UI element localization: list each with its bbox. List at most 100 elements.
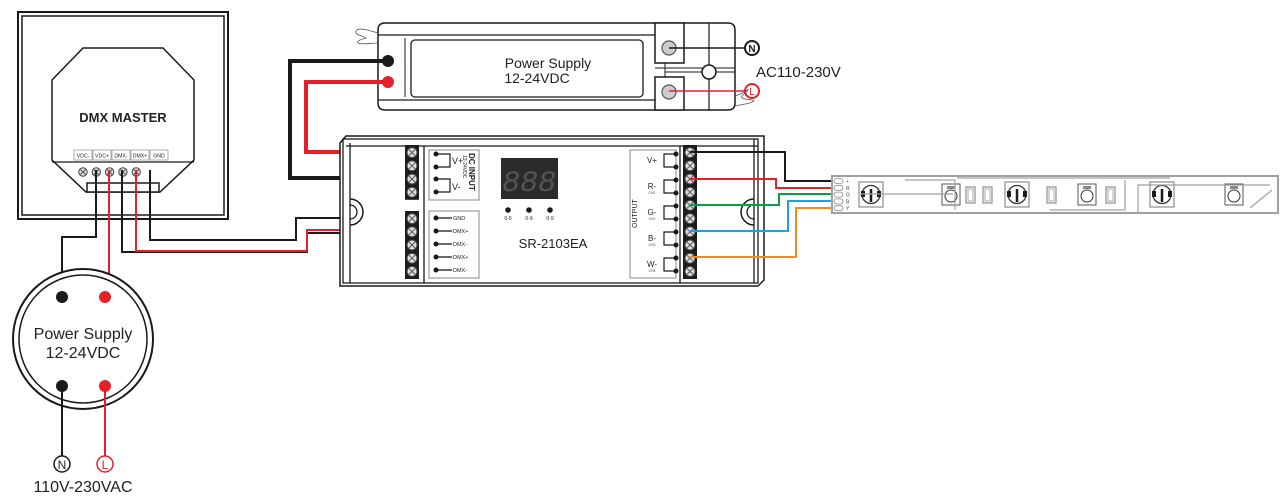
- dmx-terminal-block-screw: [406, 213, 418, 225]
- wire-out-vplus: [690, 151, 834, 182]
- output-terminal-label: G-: [648, 208, 657, 217]
- wire-gnd: [149, 170, 412, 241]
- address-dial-icon[interactable]: [505, 207, 511, 213]
- dc-input-panel: [428, 149, 480, 201]
- address-dial-icon[interactable]: [526, 207, 532, 213]
- output-panel: [629, 149, 677, 279]
- seven-segment-display: [501, 158, 558, 199]
- output-terminal-block-screw: [684, 265, 696, 277]
- dmx-panel-label: DMX+: [453, 255, 468, 261]
- output-terminal-block-screw: [684, 186, 696, 198]
- output-terminal-label: R-: [648, 182, 657, 191]
- box-psu-line2: 12-24VDC: [504, 70, 569, 86]
- led-strip-pin: [833, 191, 844, 198]
- output-channel-label: CH3: [648, 243, 655, 247]
- dmx-terminal-block-screw: [406, 239, 418, 251]
- output-terminal-label: B-: [648, 234, 656, 243]
- output-terminal-label: W-: [647, 260, 657, 269]
- dmx-master-terminal-label: DMX-: [114, 154, 128, 160]
- dmx-terminal-block-screw: [406, 252, 418, 264]
- led-strip-pin-label: +: [846, 179, 849, 185]
- dmx-panel-label: DMX-: [453, 242, 467, 248]
- resistor: [965, 186, 976, 204]
- round-psu-line2: 12-24VDC: [46, 345, 121, 362]
- dc-input-vplus: V+: [452, 156, 463, 166]
- dmx-master-terminal-label: VDC-: [77, 154, 90, 160]
- output-channel-label: CH1: [648, 191, 655, 195]
- driver-ic-chip: [1224, 183, 1244, 206]
- box-live-symbol-text: L: [749, 87, 755, 98]
- neutral-symbol-text: N: [58, 458, 67, 472]
- dmx-panel-label: GND: [453, 216, 465, 222]
- led-strip-pin-label: R: [846, 186, 850, 192]
- resistor: [1046, 186, 1057, 204]
- resistor: [982, 186, 993, 204]
- output-terminal-block-screw: [684, 213, 696, 225]
- dmx-terminal-block-screw: [406, 226, 418, 238]
- led-strip-pin-label: Y: [846, 206, 850, 212]
- rgbw-led-chip: [1004, 181, 1030, 208]
- dmx-master-terminal-label-box: [111, 149, 131, 161]
- led-strip-pin-label: G: [846, 193, 850, 199]
- output-terminal-block-screw: [684, 252, 696, 264]
- driver-ic-chip: [1077, 183, 1097, 206]
- dmx-master-terminal-label: VDC+: [95, 154, 109, 160]
- box-neutral-symbol-text: N: [748, 44, 755, 55]
- output-terminal-block-screw: [684, 160, 696, 172]
- address-dial-label: 0-5: [504, 216, 511, 222]
- dmx-terminal-block-screw: [406, 265, 418, 277]
- round-psu-input-label: 110V-230VAC: [33, 479, 132, 496]
- output-title: OUTPUT: [632, 199, 639, 229]
- box-psu-line1: Power Supply: [505, 55, 591, 71]
- dc-input-terminal-block-screw: [406, 186, 418, 198]
- box-power-supply: Power Supply 12-24VDC N L AC110-230V: [355, 22, 841, 111]
- dmx-master-terminal-screw: [78, 167, 88, 177]
- dmx-panel-label: DMX+: [453, 229, 468, 235]
- round-psu-dc-plus-terminal: [99, 291, 111, 303]
- address-dial-label: 0-9: [525, 216, 532, 222]
- dc-input-terminal-block-screw: [406, 147, 418, 159]
- led-strip-pin: [833, 178, 844, 184]
- address-dial-icon[interactable]: [547, 207, 553, 213]
- resistor: [1105, 186, 1116, 204]
- rgbw-led-chip: [1149, 181, 1175, 208]
- box-psu-ground-terminal: [701, 64, 717, 80]
- dmx-master-terminal-label: DMX+: [133, 154, 148, 160]
- neutral-symbol-icon: [53, 455, 71, 473]
- box-neutral-symbol-icon: [744, 40, 760, 56]
- wire-vdc-minus: [61, 170, 97, 297]
- box-psu-input-label: AC110-230V: [756, 64, 841, 81]
- wire-out-b: [690, 200, 834, 232]
- dc-input-vminus: V-: [452, 182, 461, 192]
- decoder-model: SR-2103EA: [519, 236, 588, 251]
- dc-input-sub: 12-24VDC: [461, 155, 467, 179]
- output-channel-label: CH2: [648, 217, 655, 221]
- wire-out-r: [690, 178, 834, 189]
- dmx-master-terminal-label-box: [73, 149, 93, 161]
- dmx-master-terminal-label-box: [92, 149, 112, 161]
- round-psu-inner: [18, 274, 148, 404]
- led-strip-pin: [833, 205, 844, 212]
- led-strip-pin: [833, 184, 844, 191]
- round-psu-dc-minus-terminal: [56, 291, 68, 303]
- output-terminal-block-screw: [684, 239, 696, 251]
- dc-input-terminal-block-screw: [406, 173, 418, 185]
- box-live-symbol-icon: [744, 83, 760, 99]
- round-power-supply: Power Supply 12-24VDC N L 110V-230VAC: [12, 268, 154, 496]
- dmx-master: DMX MASTER VDC-VDC+DMX-DMX+GND: [17, 11, 229, 220]
- live-symbol-text: L: [102, 458, 109, 472]
- led-strip-pin-label: B: [846, 199, 850, 205]
- dmx-master-title: DMX MASTER: [79, 110, 167, 125]
- address-dial-label: 0-9: [546, 216, 553, 222]
- dmx-master-terminal-label-box: [130, 149, 150, 161]
- box-psu-live-screw: [661, 84, 677, 100]
- output-channel-label: CH4: [648, 269, 655, 273]
- box-psu-label-panel: [410, 39, 644, 98]
- output-terminal-label: V+: [647, 156, 657, 165]
- output-wires: [690, 151, 834, 258]
- dc-input-title: DC INPUT: [467, 153, 476, 191]
- led-strip-pin: [833, 198, 844, 205]
- decoder-sr-2103ea: V+ V- DC INPUT 12-24VDC GNDDMX+DMX-DMX+D…: [339, 135, 765, 287]
